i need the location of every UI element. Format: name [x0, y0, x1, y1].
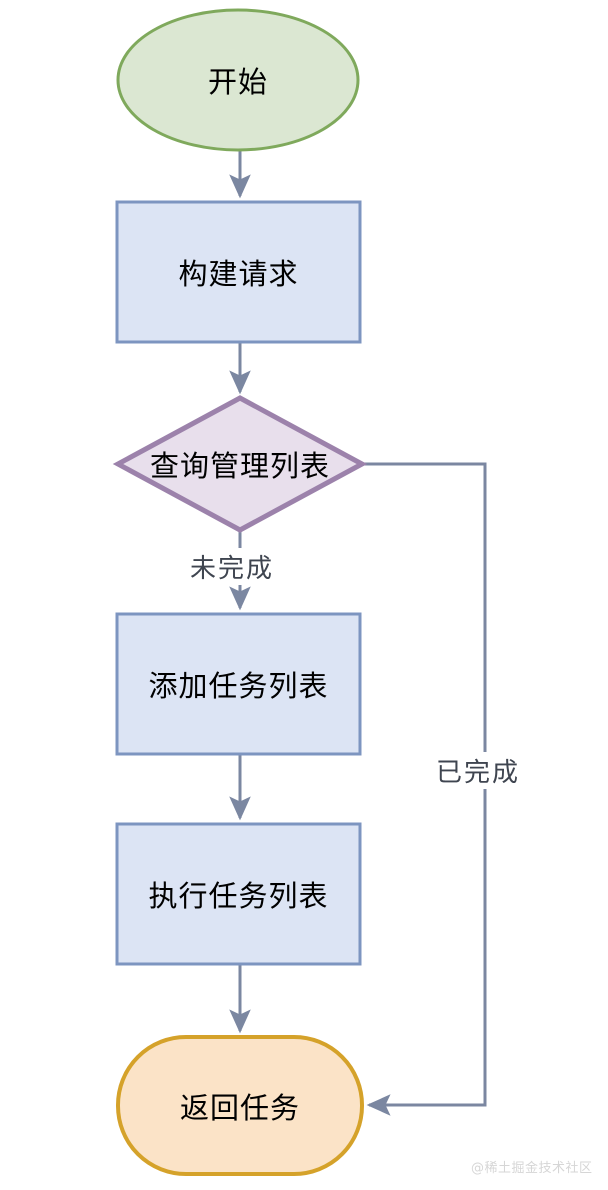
node-build-request[interactable] [115, 200, 362, 344]
node-start[interactable] [116, 8, 360, 152]
node-query-manage-list[interactable] [112, 395, 368, 533]
edge-label-not-done: 未完成 [187, 548, 278, 585]
edge-label-done: 已完成 [433, 752, 524, 789]
node-execute-task-list[interactable] [115, 822, 362, 966]
node-return-task[interactable] [116, 1035, 364, 1176]
watermark: @稀土掘金技术社区 [471, 1161, 593, 1176]
node-add-task-list[interactable] [115, 612, 362, 756]
